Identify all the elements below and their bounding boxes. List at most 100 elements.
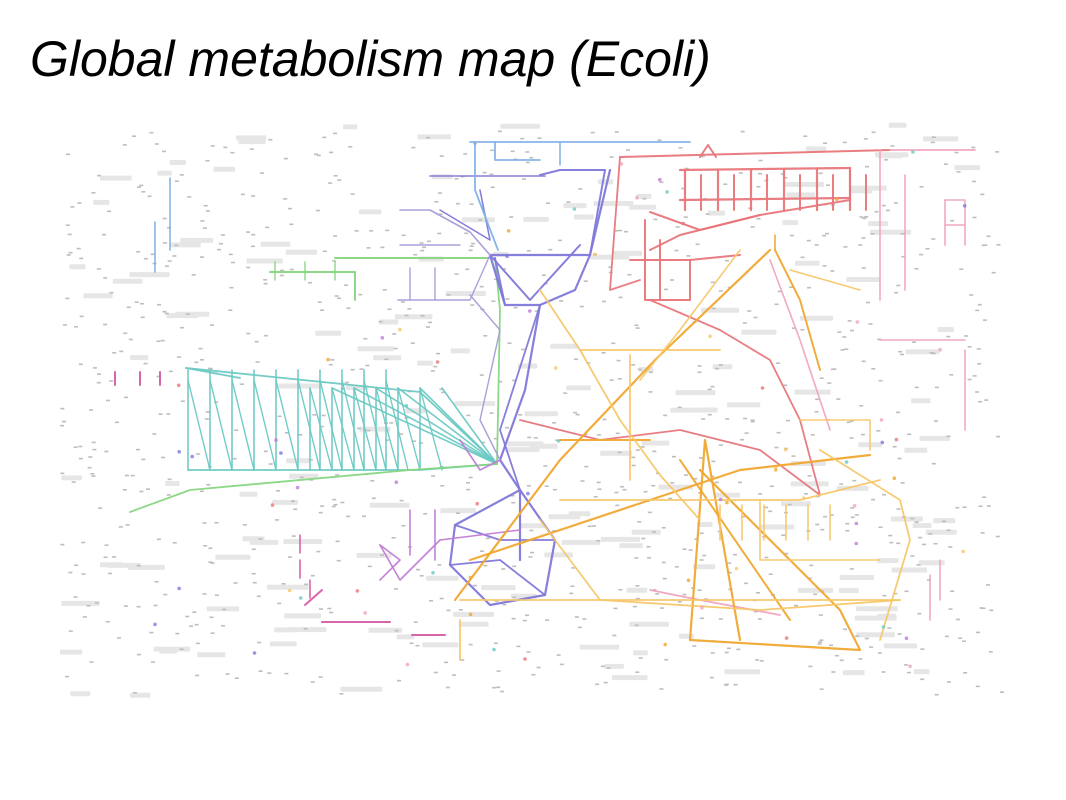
node-label — [356, 552, 392, 558]
metabolite-dot — [344, 381, 349, 384]
metabolite-dot — [648, 391, 653, 393]
metabolite-dot — [931, 462, 936, 465]
metabolite-dot — [803, 135, 808, 137]
metabolite-dot — [536, 666, 541, 669]
metabolite-dot — [663, 414, 668, 417]
node-label — [180, 237, 214, 243]
metabolite-dot — [591, 525, 596, 527]
metabolite-dot — [203, 545, 208, 547]
metabolite-dot — [820, 528, 825, 531]
metabolite-dot — [78, 363, 83, 366]
metabolite-dot — [130, 474, 135, 477]
metabolite-dot — [688, 549, 693, 551]
metabolite-dot — [800, 256, 805, 259]
node-label — [641, 440, 670, 446]
metabolite-dot — [920, 678, 925, 681]
metabolite-node — [619, 162, 624, 166]
metabolite-dot — [268, 138, 273, 141]
metabolite-dot — [759, 660, 764, 662]
metabolite-dot — [458, 609, 463, 611]
metabolite-dot — [502, 603, 507, 606]
metabolite-dot — [925, 248, 930, 250]
metabolite-dot — [437, 232, 442, 235]
metabolite-dot — [283, 157, 288, 160]
node-label — [269, 641, 297, 647]
metabolite-dot — [878, 526, 883, 528]
metabolite-dot — [946, 681, 951, 683]
metabolite-dot — [980, 532, 985, 534]
metabolite-dot — [552, 422, 557, 424]
metabolite-dot — [310, 681, 315, 683]
node-label — [904, 447, 928, 453]
metabolite-dot — [933, 542, 938, 545]
metabolite-dot — [807, 475, 812, 477]
metabolite-node — [854, 541, 858, 546]
metabolite-dot — [697, 365, 702, 367]
metabolite-dot — [635, 327, 640, 329]
metabolite-dot — [948, 608, 953, 610]
metabolite-dot — [943, 163, 948, 165]
metabolite-dot — [394, 588, 399, 590]
metabolite-dot — [535, 310, 539, 312]
metabolite-dot — [638, 657, 643, 659]
node-label — [568, 511, 591, 517]
metabolite-dot — [709, 676, 714, 679]
node-label — [629, 621, 669, 627]
metabolite-node — [326, 357, 330, 362]
metabolite-dot — [367, 565, 372, 568]
metabolite-dot — [185, 615, 190, 618]
metabolite-dot — [187, 196, 192, 198]
metabolite-dot — [200, 359, 204, 361]
metabolite-dot — [205, 411, 210, 413]
metabolite-dot — [172, 542, 177, 544]
node-label — [563, 203, 587, 209]
metabolite-dot — [124, 396, 128, 399]
node-label — [700, 307, 740, 313]
metabolite-dot — [859, 216, 864, 218]
purple-edge — [488, 253, 592, 307]
metabolite-dot — [428, 321, 433, 324]
node-label — [600, 536, 640, 542]
metabolite-dot — [106, 399, 111, 402]
metabolite-dot — [521, 348, 525, 351]
metabolite-dot — [707, 388, 712, 391]
node-label — [593, 201, 634, 206]
metabolite-dot — [862, 217, 867, 220]
metabolite-dot — [844, 348, 849, 350]
metabolite-dot — [898, 350, 903, 353]
metabolite-dot — [552, 488, 557, 491]
orange-edge — [679, 459, 791, 621]
metabolite-dot — [526, 651, 531, 653]
metabolite-dot — [87, 466, 92, 469]
metabolite-dot — [420, 315, 425, 317]
metabolite-dot — [391, 537, 396, 539]
metabolite-dot — [175, 632, 180, 635]
metabolite-dot — [464, 232, 469, 235]
metabolite-dot — [705, 213, 710, 215]
metabolite-dot — [727, 647, 731, 650]
node-label — [612, 675, 648, 681]
metabolite-dot — [479, 285, 484, 288]
metabolite-dot — [195, 642, 200, 645]
metabolite-dot — [724, 259, 729, 262]
metabolite-dot — [681, 187, 686, 190]
metabolite-dot — [683, 216, 688, 218]
metabolite-node — [962, 204, 967, 208]
metabolite-dot — [328, 363, 333, 366]
metabolite-dot — [596, 540, 601, 542]
metabolite-node — [938, 347, 942, 352]
metabolite-dot — [933, 420, 938, 422]
metabolite-dot — [670, 279, 675, 281]
metabolite-dot — [659, 688, 664, 690]
metabolite-node — [380, 336, 385, 340]
metabolite-dot — [240, 193, 245, 196]
metabolite-dot — [842, 141, 847, 144]
metabolite-node — [725, 500, 729, 505]
metabolite-dot — [817, 643, 822, 645]
metabolite-dot — [177, 356, 181, 358]
metabolite-node — [663, 642, 667, 647]
metabolite-dot — [97, 373, 101, 375]
metabolite-dot — [976, 348, 981, 350]
node-label — [629, 204, 656, 210]
metabolite-dot — [79, 315, 84, 318]
